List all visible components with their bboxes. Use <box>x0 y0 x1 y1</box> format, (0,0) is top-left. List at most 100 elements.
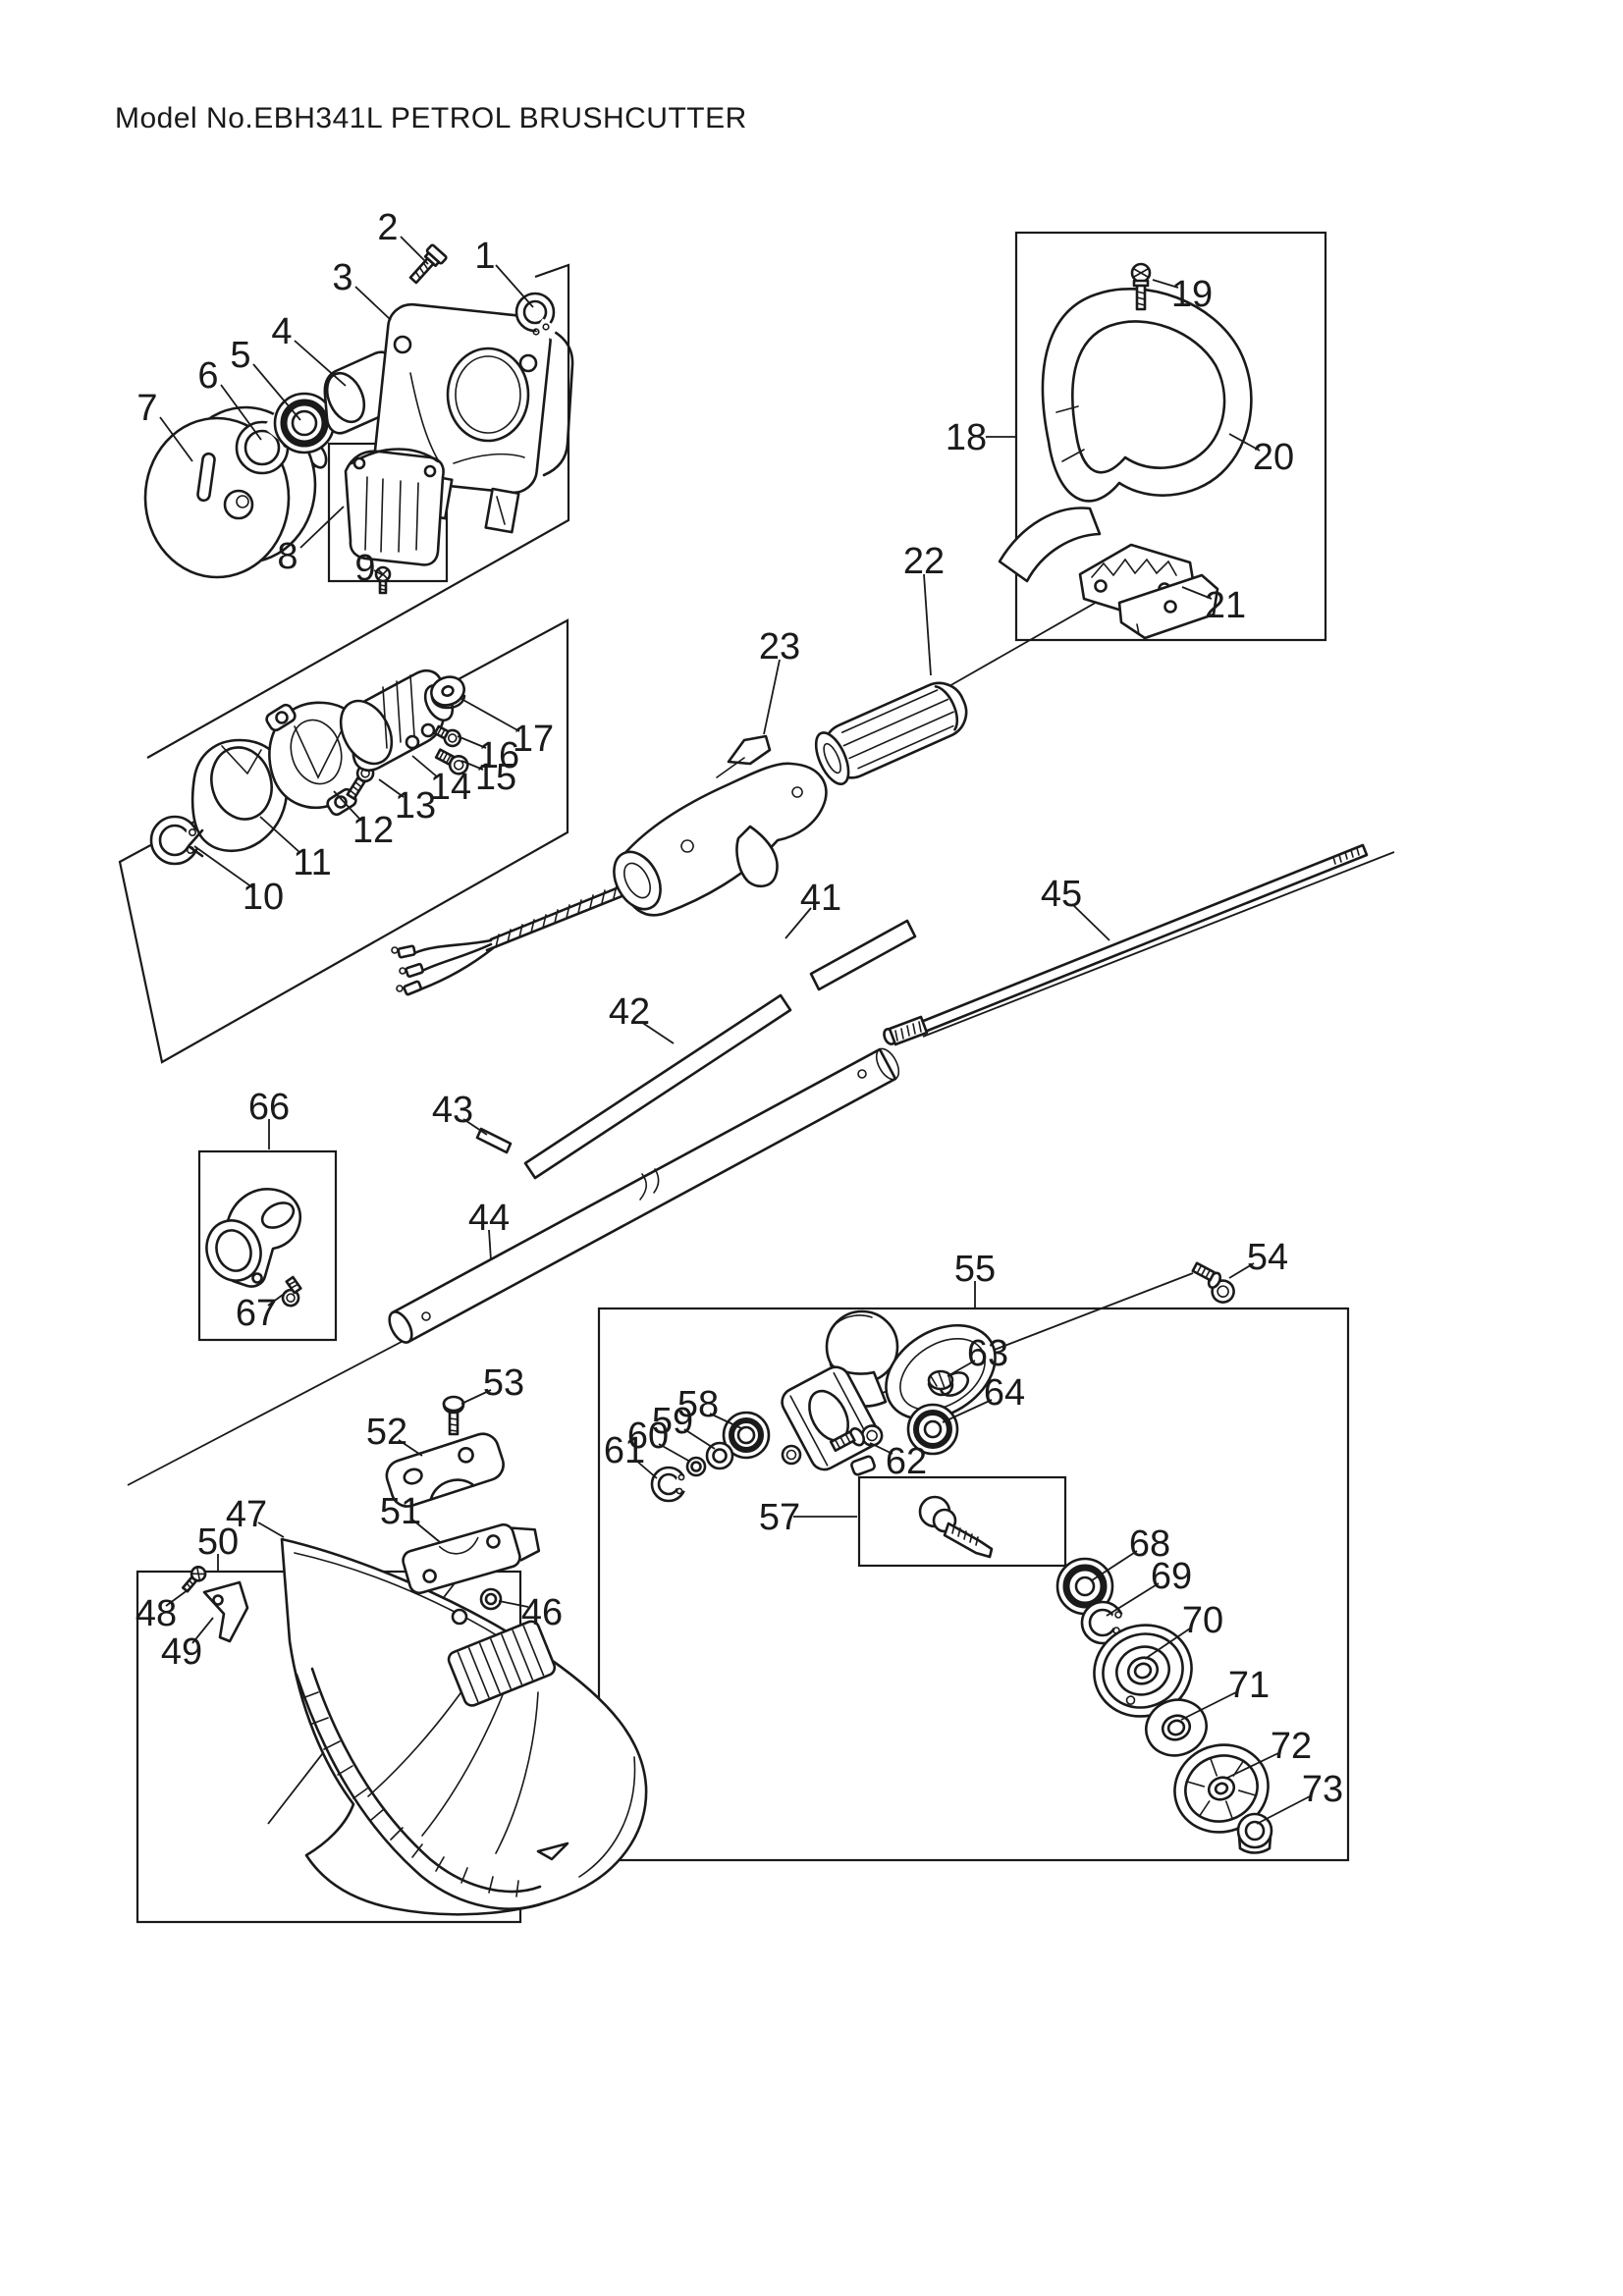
callout-leader-23 <box>763 659 781 735</box>
grip-part <box>814 681 968 785</box>
callout-9: 9 <box>354 548 384 589</box>
callout-number-1: 1 <box>474 236 495 277</box>
callout-number-70: 70 <box>1182 1600 1223 1641</box>
callout-number-60: 60 <box>627 1415 669 1457</box>
callout-number-69: 69 <box>1151 1556 1192 1597</box>
callout-number-22: 22 <box>903 541 945 582</box>
callout-leader-48 <box>165 1586 192 1607</box>
callout-number-54: 54 <box>1247 1237 1288 1278</box>
callout-12: 12 <box>333 790 394 851</box>
callout-number-46: 46 <box>521 1592 563 1633</box>
callout-number-53: 53 <box>483 1362 524 1404</box>
callout-8: 8 <box>277 506 345 577</box>
callout-number-12: 12 <box>352 810 394 851</box>
snap-ring-61-part <box>650 1466 693 1503</box>
callout-42: 42 <box>609 991 675 1044</box>
callout-55: 55 <box>954 1249 996 1308</box>
callout-leader-61 <box>634 1459 658 1479</box>
handle-box <box>1014 231 1327 642</box>
callout-number-8: 8 <box>277 536 298 577</box>
washer-17-part <box>430 675 466 710</box>
bearing-68-part <box>1055 1557 1114 1616</box>
bearing-58-part <box>722 1411 771 1460</box>
callout-number-18: 18 <box>946 417 987 458</box>
callout-6: 6 <box>197 355 262 441</box>
callout-69: 69 <box>1106 1556 1192 1617</box>
callout-leader-3 <box>354 286 392 321</box>
callout-13: 13 <box>378 778 436 827</box>
callout-44: 44 <box>468 1198 510 1261</box>
callout-number-20: 20 <box>1253 437 1294 478</box>
clutch-group-panel <box>146 263 570 759</box>
outer-pipe-part <box>388 1047 900 1344</box>
callout-10: 10 <box>193 845 284 918</box>
callout-leader-16 <box>457 735 487 749</box>
callout-leader-60 <box>658 1443 691 1463</box>
callout-leader-15 <box>460 760 484 771</box>
callout-leader-1 <box>495 264 534 308</box>
callout-leader-49 <box>191 1617 214 1644</box>
callout-leader-62 <box>869 1442 893 1455</box>
callout-leader-63 <box>947 1360 976 1377</box>
clutch-housing-part <box>373 302 574 534</box>
washer-60-part <box>685 1456 707 1477</box>
callout-number-6: 6 <box>197 355 218 397</box>
guard-part <box>280 1537 648 1916</box>
callout-number-71: 71 <box>1228 1665 1270 1706</box>
callout-number-67: 67 <box>236 1293 277 1334</box>
pinion-shaft-part <box>918 1495 994 1559</box>
callout-47: 47 <box>226 1494 285 1538</box>
callout-16: 16 <box>457 735 519 776</box>
loop-handle-part <box>1041 287 1253 503</box>
callout-leader-10 <box>193 845 253 888</box>
callout-number-61: 61 <box>604 1430 645 1471</box>
callout-leader-4 <box>294 340 347 387</box>
callout-number-51: 51 <box>380 1491 421 1532</box>
callout-leader-70 <box>1144 1628 1191 1660</box>
callout-3: 3 <box>332 257 392 321</box>
callout-leader-53 <box>460 1389 492 1405</box>
callout-50: 50 <box>197 1522 239 1571</box>
callout-number-42: 42 <box>609 991 650 1033</box>
callout-number-43: 43 <box>432 1090 473 1131</box>
callout-15: 15 <box>460 757 516 798</box>
callout-number-62: 62 <box>886 1441 927 1482</box>
callout-leader-41 <box>784 907 812 939</box>
callout-leader-8 <box>299 506 345 549</box>
callout-52: 52 <box>366 1412 423 1457</box>
callout-leader-42 <box>640 1021 675 1044</box>
callout-leader-17 <box>460 698 520 732</box>
callout-number-55: 55 <box>954 1249 996 1290</box>
gearcase-box <box>597 1307 1350 1862</box>
callout-leader-67 <box>267 1291 288 1307</box>
handle-bracket-part <box>998 507 1219 640</box>
callout-59: 59 <box>652 1401 716 1450</box>
callout-number-2: 2 <box>377 207 398 248</box>
shaft-guide-line <box>922 851 1395 1038</box>
callout-number-50: 50 <box>197 1522 239 1563</box>
callout-63: 63 <box>947 1333 1008 1377</box>
bearing-64-part <box>906 1403 959 1456</box>
clamp-cup-part <box>187 738 289 858</box>
screw-9-part <box>374 565 392 595</box>
callout-49: 49 <box>161 1617 214 1673</box>
callout-leader-2 <box>400 236 429 265</box>
callout-leader-46 <box>498 1600 529 1608</box>
callout-number-15: 15 <box>475 757 516 798</box>
callout-leader-13 <box>378 778 405 798</box>
callout-number-19: 19 <box>1171 274 1213 315</box>
callout-leader-64 <box>942 1399 993 1423</box>
callout-number-23: 23 <box>759 626 800 667</box>
lower-guide-line <box>127 1322 438 1486</box>
callout-71: 71 <box>1180 1665 1270 1721</box>
screw-48-part <box>181 1566 207 1593</box>
callout-number-16: 16 <box>478 735 519 776</box>
callout-57: 57 <box>759 1497 857 1538</box>
callout-22: 22 <box>903 541 945 676</box>
hanger-part <box>205 1188 301 1288</box>
callout-number-17: 17 <box>513 719 554 760</box>
callout-leader-73 <box>1256 1795 1311 1825</box>
